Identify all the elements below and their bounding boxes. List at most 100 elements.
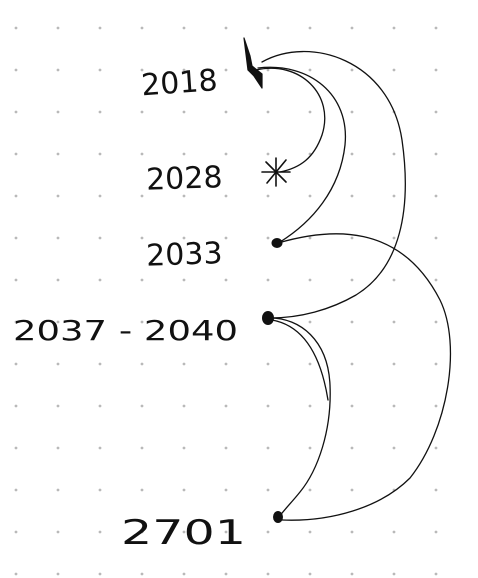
grid-dot xyxy=(140,68,144,72)
grid-dot xyxy=(266,530,270,534)
grid-dot xyxy=(350,68,354,72)
grid-dot xyxy=(434,404,438,408)
grid-dot xyxy=(14,530,18,534)
thorn-mark-icon xyxy=(243,37,263,89)
grid-dot xyxy=(224,194,228,198)
grid-dot xyxy=(392,236,396,240)
grid-dot xyxy=(434,446,438,450)
grid-dot xyxy=(308,530,312,534)
grid-dot xyxy=(350,278,354,282)
grid-dot xyxy=(182,446,186,450)
grid-dot xyxy=(392,26,396,30)
grid-dot xyxy=(350,320,354,324)
grid-dot xyxy=(350,26,354,30)
timeline-labels: 2018 2028 2033 2037 - 2040 2701 xyxy=(13,63,246,553)
grid-dot xyxy=(224,68,228,72)
grid-dot xyxy=(182,194,186,198)
grid-dot xyxy=(182,488,186,492)
grid-dot xyxy=(434,278,438,282)
grid-dot xyxy=(14,26,18,30)
curve-2033-to-2701 xyxy=(277,233,452,521)
grid-dot xyxy=(98,488,102,492)
grid-dot xyxy=(98,152,102,156)
grid-dot xyxy=(266,236,270,240)
grid-dot xyxy=(56,488,60,492)
grid-dot xyxy=(224,530,228,534)
grid-dot xyxy=(98,26,102,30)
grid-dot xyxy=(224,236,228,240)
grid-dot xyxy=(434,362,438,366)
grid-dot xyxy=(392,152,396,156)
grid-dot xyxy=(308,488,312,492)
grid-dot xyxy=(56,26,60,30)
grid-dot xyxy=(392,194,396,198)
grid-dot xyxy=(140,362,144,366)
grid-dot xyxy=(182,68,186,72)
grid-dot xyxy=(98,68,102,72)
grid-dot xyxy=(182,110,186,114)
grid-dot xyxy=(56,110,60,114)
grid-dot xyxy=(56,278,60,282)
grid-dot xyxy=(308,110,312,114)
grid-dot xyxy=(350,446,354,450)
grid-dot xyxy=(434,488,438,492)
grid-dot xyxy=(56,362,60,366)
dot-icon-2033 xyxy=(271,238,283,248)
label-2701: 2701 xyxy=(121,513,246,553)
grid-dot xyxy=(308,362,312,366)
grid-dot xyxy=(308,404,312,408)
grid-dot xyxy=(224,320,228,324)
grid-dot xyxy=(14,572,18,576)
grid-dot xyxy=(308,236,312,240)
grid-dot xyxy=(182,236,186,240)
grid-dot xyxy=(140,26,144,30)
grid-dot xyxy=(308,446,312,450)
grid-dot xyxy=(224,362,228,366)
grid-dot xyxy=(14,68,18,72)
grid-dot xyxy=(308,194,312,198)
grid-dot xyxy=(434,320,438,324)
grid-dot xyxy=(14,194,18,198)
grid-dot xyxy=(308,278,312,282)
grid-dot xyxy=(14,236,18,240)
grid-dot xyxy=(308,68,312,72)
grid-dot xyxy=(14,110,18,114)
grid-dot xyxy=(308,572,312,576)
grid-dot xyxy=(350,488,354,492)
grid-dot xyxy=(98,236,102,240)
curve-stub xyxy=(271,319,329,401)
grid-dot xyxy=(308,320,312,324)
timeline-markers xyxy=(243,37,291,523)
grid-dot xyxy=(434,194,438,198)
grid-dot xyxy=(434,572,438,576)
grid-dot xyxy=(98,110,102,114)
grid-dot xyxy=(266,572,270,576)
grid-dot xyxy=(266,194,270,198)
grid-dot xyxy=(434,152,438,156)
label-2033: 2033 xyxy=(146,236,224,274)
grid-dot xyxy=(266,362,270,366)
grid-dot xyxy=(266,446,270,450)
grid-dot xyxy=(434,236,438,240)
grid-dot xyxy=(224,152,228,156)
grid-dot xyxy=(140,194,144,198)
grid-dot xyxy=(14,320,18,324)
grid-dot xyxy=(140,446,144,450)
curve-2018-to-2028 xyxy=(255,67,326,173)
grid-dot xyxy=(224,110,228,114)
grid-dot xyxy=(182,572,186,576)
grid-dot xyxy=(182,320,186,324)
grid-dot xyxy=(224,404,228,408)
grid-dot xyxy=(392,530,396,534)
grid-dot xyxy=(56,530,60,534)
grid-dot xyxy=(56,320,60,324)
grid-dot xyxy=(350,152,354,156)
grid-dot xyxy=(350,110,354,114)
grid-dot xyxy=(350,530,354,534)
grid-dot xyxy=(56,194,60,198)
grid-dot xyxy=(392,320,396,324)
grid-dot xyxy=(266,68,270,72)
grid-dot xyxy=(98,572,102,576)
grid-dot xyxy=(140,278,144,282)
